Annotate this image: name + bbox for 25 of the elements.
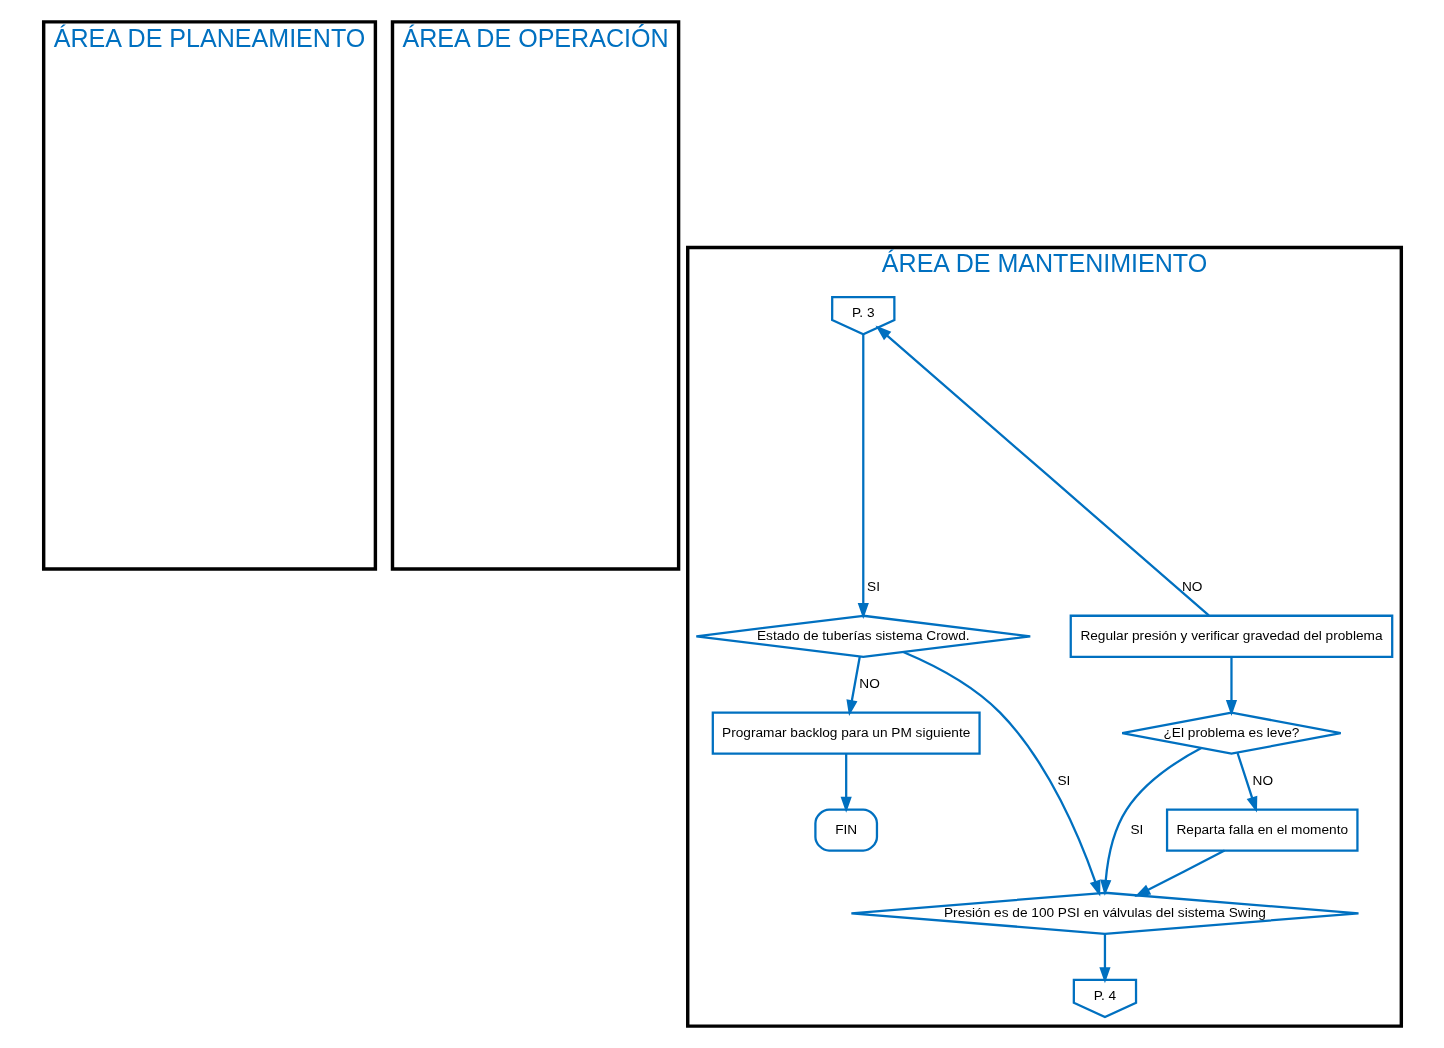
edge-label: NO <box>1181 579 1202 595</box>
arrow <box>1225 657 1237 716</box>
node-box: ÁREA DE PLANEAMIENTO <box>41 20 377 571</box>
node-diamond: Presión es de 100 PSI en válvulas del sistema Swing <box>849 891 1360 935</box>
edge-label: SI <box>1129 821 1143 837</box>
edge-label: SI <box>1056 773 1070 789</box>
node-box: Regular presión y verificar gravedad del problema <box>1069 614 1393 658</box>
edge-label: NO <box>1252 773 1273 789</box>
node-diamond: Estado de tuberías sistema Crowd. <box>694 614 1031 658</box>
arrow <box>902 650 1100 897</box>
node-box: ÁREA DE OPERACIÓN <box>390 20 680 571</box>
node-box: FIN <box>813 808 878 852</box>
node-box: Reparta falla en el momento <box>1165 808 1359 852</box>
edge-label: SI <box>866 579 880 595</box>
node-box: Programar backlog para un PM siguiente <box>711 711 981 755</box>
arrow <box>1133 849 1225 897</box>
arrow <box>1099 747 1202 896</box>
arrow <box>840 753 852 813</box>
arrow <box>875 325 1210 617</box>
arrow <box>857 334 869 619</box>
arrow <box>845 656 861 716</box>
edge-label: NO <box>858 676 880 692</box>
arrow <box>1235 752 1257 813</box>
arrow <box>1098 934 1111 984</box>
node-diamond: ¿El problema es leve? <box>1120 711 1342 755</box>
